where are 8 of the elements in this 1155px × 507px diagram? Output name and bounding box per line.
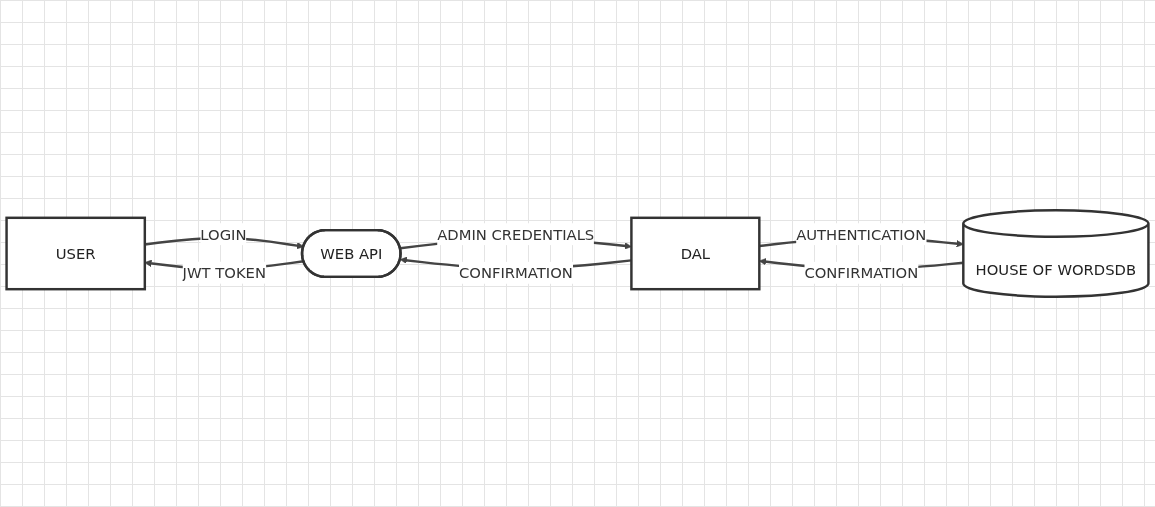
edge-label: LOGIN bbox=[200, 225, 247, 243]
edge-label: JWT TOKEN bbox=[182, 264, 266, 282]
edge-label: CONFIRMATION bbox=[804, 264, 919, 282]
edge-label: ADMIN CREDENTIALS bbox=[437, 225, 595, 243]
node-box: USER bbox=[5, 216, 147, 291]
node-box: DAL bbox=[630, 216, 761, 291]
edge-label: CONFIRMATION bbox=[459, 264, 573, 282]
edge-label: AUTHENTICATION bbox=[796, 225, 927, 243]
